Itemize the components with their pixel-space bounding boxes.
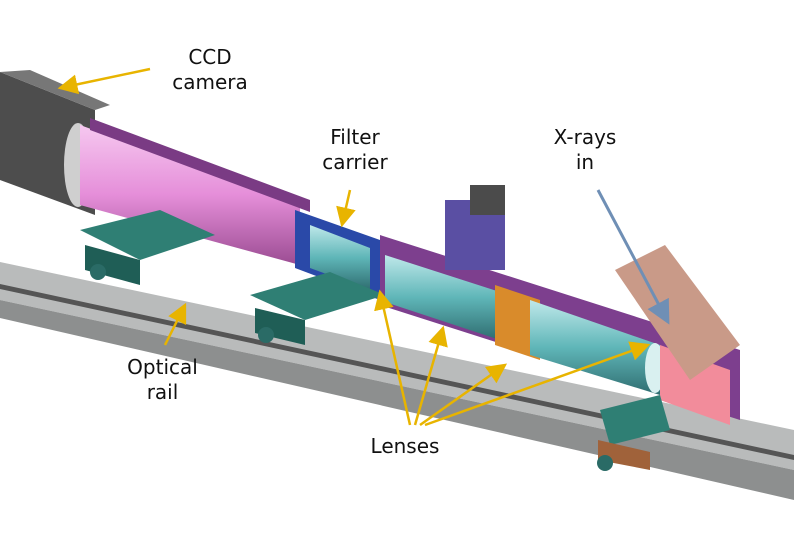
ccd-camera-arrow bbox=[57, 67, 151, 95]
lens-housing bbox=[380, 235, 740, 425]
optical-rail-label: Optical rail bbox=[127, 355, 198, 404]
filter-carrier bbox=[295, 210, 380, 300]
ccd-camera-label: CCD camera bbox=[172, 45, 248, 94]
filter-carrier-label: Filter carrier bbox=[322, 125, 388, 174]
xrays-in-label: X-rays in bbox=[553, 125, 617, 174]
lenses-arrows bbox=[374, 289, 651, 427]
camera-tube bbox=[80, 118, 310, 265]
xrays-in-arrow bbox=[596, 189, 670, 325]
lenses-label: Lenses bbox=[370, 434, 440, 458]
optical-rail-arrow bbox=[163, 302, 187, 346]
motor bbox=[470, 185, 505, 215]
filter-carrier-arrow bbox=[336, 189, 356, 228]
rail-mounts bbox=[80, 210, 670, 471]
